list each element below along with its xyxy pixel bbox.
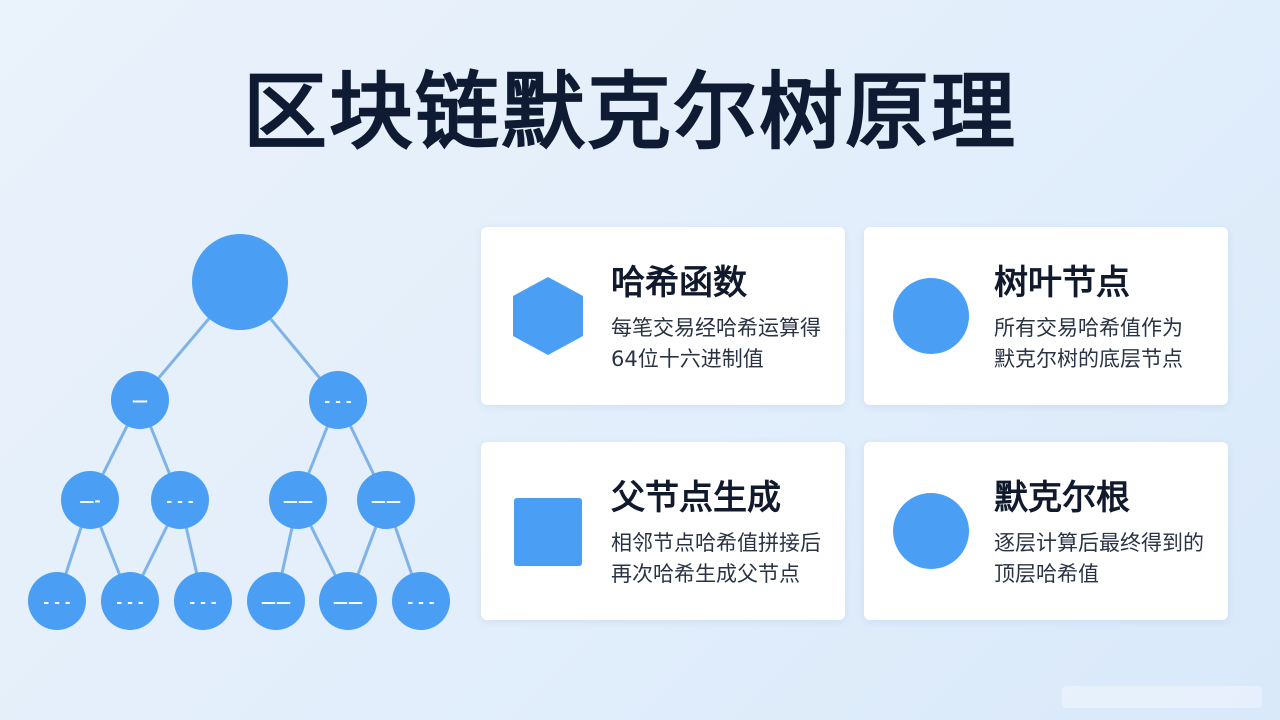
tree-nodes: — - - - —- - - - —— —— - - - - - - - - -… (28, 234, 450, 630)
leaf-node-label: - - - (116, 595, 143, 611)
card-description: 所有交易哈希值作为 默克尔树的底层节点 (994, 313, 1222, 375)
card-description-line: 逐层计算后最终得到的 (994, 531, 1204, 555)
level2-node-label: —— (371, 492, 401, 510)
card-title: 哈希函数 (611, 263, 747, 303)
card-hash-function: 哈希函数 每笔交易经哈希运算得 64位十六进制值 (481, 227, 845, 405)
level2-node (151, 471, 209, 529)
card-title: 父节点生成 (611, 478, 781, 518)
leaf-node-label: - - - (189, 595, 216, 611)
card-title: 树叶节点 (994, 263, 1130, 303)
card-description-line: 所有交易哈希值作为 (994, 316, 1183, 340)
card-description-line: 顶层哈希值 (994, 562, 1099, 586)
leaf-node (319, 572, 377, 630)
card-parent-node: 父节点生成 相邻节点哈希值拼接后 再次哈希生成父节点 (481, 442, 845, 620)
leaf-node-label: —— (261, 593, 291, 611)
circle-icon (893, 493, 969, 569)
level2-node-label: —- (79, 492, 100, 510)
card-description: 每笔交易经哈希运算得 64位十六进制值 (611, 313, 839, 375)
leaf-node-label: - - - (407, 595, 434, 611)
circle-icon (893, 278, 969, 354)
merkle-tree-diagram: — - - - —- - - - —— —— - - - - - - - - -… (28, 234, 450, 630)
card-leaf-nodes: 树叶节点 所有交易哈希值作为 默克尔树的底层节点 (864, 227, 1228, 405)
leaf-node (247, 572, 305, 630)
level2-node (357, 471, 415, 529)
card-description-line: 再次哈希生成父节点 (611, 562, 800, 586)
leaf-node (28, 572, 86, 630)
level2-node (61, 471, 119, 529)
square-icon (514, 498, 582, 566)
level1-node (111, 371, 169, 429)
card-description-line: 64位十六进制值 (611, 347, 764, 371)
card-title: 默克尔根 (994, 478, 1130, 518)
level2-node-label: —— (283, 492, 313, 510)
level2-node-label: - - - (166, 494, 193, 510)
hexagon-icon (513, 277, 583, 355)
watermark (1062, 686, 1262, 708)
page-title: 区块链默克尔树原理 (242, 63, 1017, 161)
card-description: 相邻节点哈希值拼接后 再次哈希生成父节点 (611, 528, 839, 590)
card-merkle-root: 默克尔根 逐层计算后最终得到的 顶层哈希值 (864, 442, 1228, 620)
level1-node (309, 371, 367, 429)
card-description-line: 每笔交易经哈希运算得 (611, 316, 821, 340)
card-description-line: 相邻节点哈希值拼接后 (611, 531, 821, 555)
card-description-line: 默克尔树的底层节点 (994, 347, 1183, 371)
root-node (192, 234, 288, 330)
level1-node-label: - - - (324, 394, 351, 410)
leaf-node-label: - - - (43, 595, 70, 611)
card-description: 逐层计算后最终得到的 顶层哈希值 (994, 528, 1222, 590)
leaf-node-label: —— (333, 593, 363, 611)
level1-node-label: — (132, 391, 148, 410)
level2-node (269, 471, 327, 529)
leaf-node (174, 572, 232, 630)
leaf-node (392, 572, 450, 630)
leaf-node (101, 572, 159, 630)
